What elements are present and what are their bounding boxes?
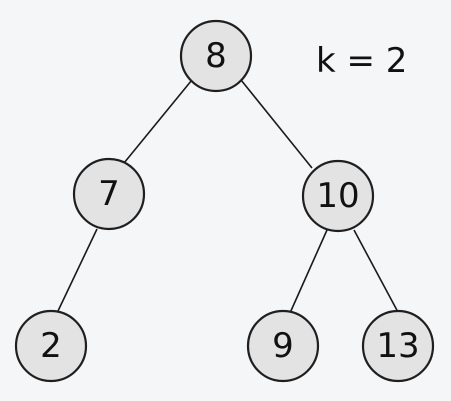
node-label: 9: [272, 326, 294, 366]
nodes: 8 7 10 2 9 13: [14, 19, 435, 383]
tree-node-13: 13: [361, 309, 435, 383]
tree-node-10: 10: [301, 159, 375, 233]
edges: [57, 74, 400, 315]
tree-node-7: 7: [72, 157, 146, 231]
node-label: 8: [205, 36, 227, 76]
tree-node-9: 9: [246, 309, 320, 383]
node-label: 7: [98, 174, 120, 214]
edge-8-10: [236, 74, 313, 169]
k-value-label: k = 2: [316, 41, 408, 81]
tree-node-2: 2: [14, 309, 88, 383]
edge-8-7: [123, 74, 197, 164]
tree-node-8: 8: [179, 19, 253, 93]
edge-10-13: [353, 229, 400, 315]
node-label: 13: [376, 326, 419, 366]
node-label: 2: [40, 326, 62, 366]
edge-7-2: [57, 228, 98, 312]
node-label: 10: [316, 176, 359, 216]
edge-10-9: [289, 229, 328, 314]
